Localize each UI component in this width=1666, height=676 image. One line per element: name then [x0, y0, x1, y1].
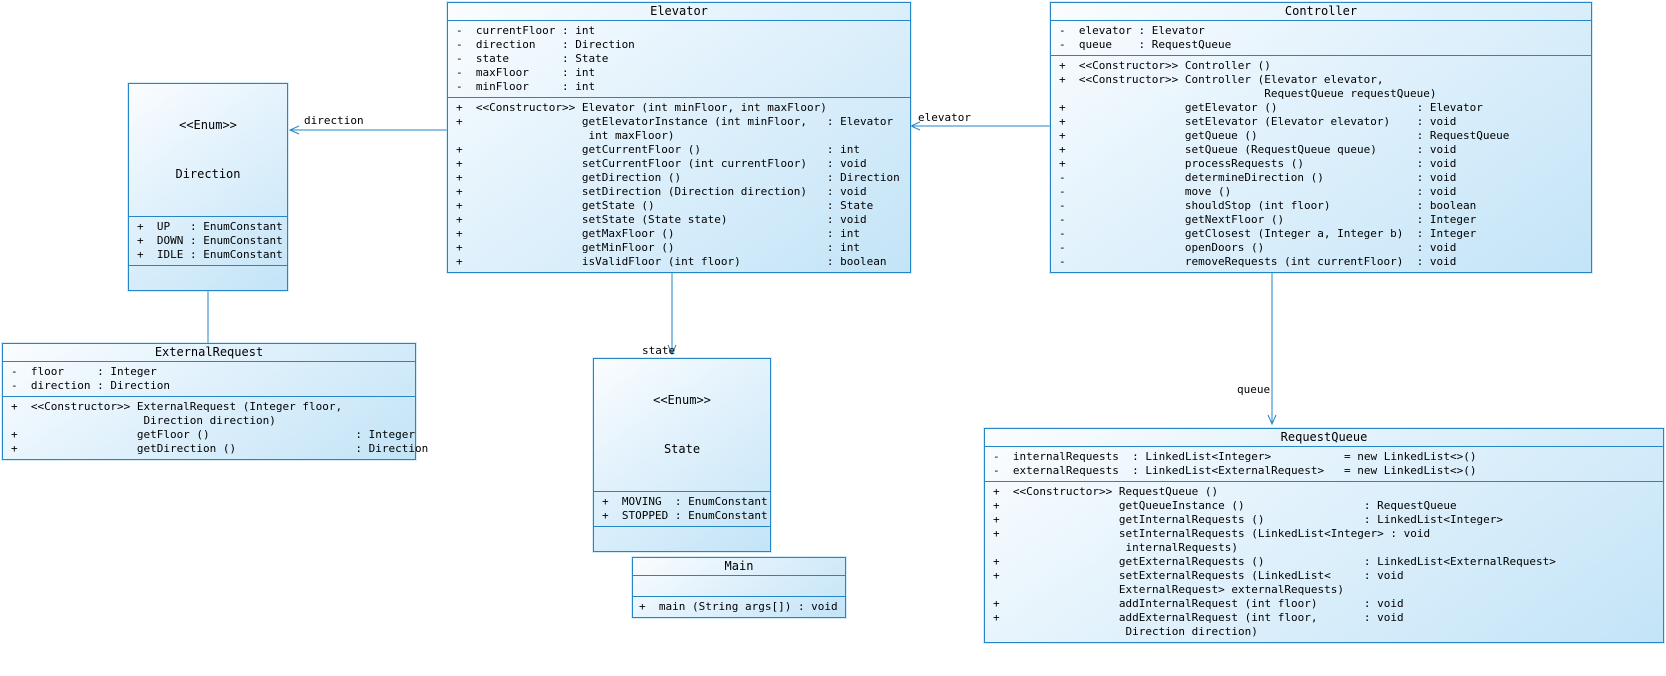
member-line: + getMinFloor () : int — [456, 241, 860, 254]
member-line: + setCurrentFloor (int currentFloor) : v… — [456, 157, 867, 170]
member-line: + UP : EnumConstant — [137, 220, 283, 233]
member-line: + STOPPED : EnumConstant — [602, 509, 768, 522]
attributes-compartment: - elevator : Elevator- queue : RequestQu… — [1051, 20, 1591, 55]
member-line: - externalRequests : LinkedList<External… — [993, 464, 1477, 477]
attributes-compartment — [633, 575, 845, 596]
member-line: + setElevator (Elevator elevator) : void — [1059, 115, 1457, 128]
member-line: - getClosest (Integer a, Integer b) : In… — [1059, 227, 1477, 240]
member-line: + getQueue () : RequestQueue — [1059, 129, 1510, 142]
class-box-elevator[interactable]: Elevator - currentFloor : int- direction… — [447, 2, 911, 273]
member-line: - direction : Direction — [11, 379, 170, 392]
attributes-compartment: + MOVING : EnumConstant+ STOPPED : EnumC… — [594, 491, 770, 526]
class-title: <<Enum>> Direction — [129, 84, 287, 216]
member-line: + DOWN : EnumConstant — [137, 234, 283, 247]
edge-label-direction: direction — [304, 114, 364, 127]
member-line: Direction direction) — [11, 414, 276, 427]
member-line: + processRequests () : void — [1059, 157, 1457, 170]
class-name: Direction — [175, 167, 241, 181]
class-box-externalrequest[interactable]: ExternalRequest - floor : Integer- direc… — [2, 343, 429, 460]
member-line: + <<Constructor>> RequestQueue () — [993, 485, 1219, 498]
class-title: ExternalRequest — [154, 345, 264, 359]
member-line: - removeRequests (int currentFloor) : vo… — [1059, 255, 1457, 268]
class-title: Main — [724, 559, 754, 573]
class-box-main[interactable]: Main + main (String args[]) : void — [632, 557, 846, 618]
methods-compartment: + <<Constructor>> Controller ()+ <<Const… — [1051, 55, 1591, 272]
member-line: + isValidFloor (int floor) : boolean — [456, 255, 887, 268]
member-line: + IDLE : EnumConstant — [137, 248, 283, 261]
member-line: - currentFloor : int — [456, 24, 596, 37]
edge-label-queue: queue — [1237, 383, 1271, 396]
methods-compartment: + main (String args[]) : void — [633, 596, 845, 617]
attributes-compartment: - currentFloor : int- direction : Direct… — [448, 20, 910, 97]
class-title: Elevator — [650, 4, 708, 18]
class-name: State — [663, 442, 701, 456]
member-line: + getCurrentFloor () : int — [456, 143, 860, 156]
member-line: internalRequests) — [993, 541, 1239, 554]
methods-compartment: + <<Constructor>> Elevator (int minFloor… — [448, 97, 910, 272]
member-line: + setQueue (RequestQueue queue) : void — [1059, 143, 1457, 156]
class-box-controller[interactable]: Controller - elevator : Elevator- queue … — [1050, 2, 1592, 273]
member-line: - internalRequests : LinkedList<Integer>… — [993, 450, 1477, 463]
attributes-compartment: + UP : EnumConstant+ DOWN : EnumConstant… — [129, 216, 287, 265]
stereotype-label: <<Enum>> — [653, 393, 711, 407]
member-line: + main (String args[]) : void — [639, 600, 838, 613]
class-title: RequestQueue — [1280, 430, 1368, 444]
member-line: + setExternalRequests (LinkedList< : voi… — [993, 569, 1404, 582]
class-title: <<Enum>> State — [594, 359, 770, 491]
member-line: + <<Constructor>> Controller () — [1059, 59, 1271, 72]
member-line: + <<Constructor>> Elevator (int minFloor… — [456, 101, 827, 114]
attributes-compartment: - floor : Integer- direction : Direction — [3, 361, 415, 396]
member-line: - determineDirection () : void — [1059, 171, 1457, 184]
member-line: - shouldStop (int floor) : boolean — [1059, 199, 1477, 212]
member-line: - openDoors () : void — [1059, 241, 1457, 254]
member-line: + getElevatorInstance (int minFloor, : E… — [456, 115, 894, 128]
member-line: RequestQueue requestQueue) — [1059, 87, 1437, 100]
member-line: + getState () : State — [456, 199, 874, 212]
member-line: - move () : void — [1059, 185, 1457, 198]
member-line: + setInternalRequests (LinkedList<Intege… — [993, 527, 1431, 540]
member-line: - getNextFloor () : Integer — [1059, 213, 1477, 226]
member-line: + addInternalRequest (int floor) : void — [993, 597, 1404, 610]
member-line: - floor : Integer — [11, 365, 157, 378]
class-box-requestqueue[interactable]: RequestQueue - internalRequests : Linked… — [984, 428, 1664, 643]
member-line: - minFloor : int — [456, 80, 596, 93]
member-line: + getDirection () : Direction — [456, 171, 900, 184]
member-line: + setDirection (Direction direction) : v… — [456, 185, 867, 198]
member-line: + addExternalRequest (int floor, : void — [993, 611, 1404, 624]
member-line: + <<Constructor>> Controller (Elevator e… — [1059, 73, 1384, 86]
member-line: + <<Constructor>> ExternalRequest (Integ… — [11, 400, 343, 413]
member-line: - maxFloor : int — [456, 66, 596, 79]
member-line: + getElevator () : Elevator — [1059, 101, 1483, 114]
stereotype-label: <<Enum>> — [179, 118, 237, 132]
member-line: + getMaxFloor () : int — [456, 227, 860, 240]
member-line: - state : State — [456, 52, 609, 65]
edge-label-elevator: elevator — [918, 111, 971, 124]
methods-compartment: + <<Constructor>> ExternalRequest (Integ… — [3, 396, 429, 459]
attributes-compartment: - internalRequests : LinkedList<Integer>… — [985, 446, 1663, 481]
member-line: ExternalRequest> externalRequests) — [993, 583, 1344, 596]
member-line: + getExternalRequests () : LinkedList<Ex… — [993, 555, 1556, 568]
member-line: + getQueueInstance () : RequestQueue — [993, 499, 1457, 512]
member-line: Direction direction) — [993, 625, 1258, 638]
class-title: Controller — [1284, 4, 1358, 18]
member-line: + getDirection () : Direction — [11, 442, 429, 455]
member-line: + MOVING : EnumConstant — [602, 495, 768, 508]
edge-label-state: state — [642, 344, 676, 357]
member-line: int maxFloor) — [456, 129, 675, 142]
methods-compartment — [594, 526, 770, 551]
member-line: + getInternalRequests () : LinkedList<In… — [993, 513, 1503, 526]
class-box-direction[interactable]: <<Enum>> Direction + UP : EnumConstant+ … — [128, 83, 288, 291]
member-line: + getFloor () : Integer — [11, 428, 415, 441]
member-line: + setState (State state) : void — [456, 213, 867, 226]
methods-compartment — [129, 265, 287, 290]
class-box-state[interactable]: <<Enum>> State + MOVING : EnumConstant+ … — [593, 358, 771, 552]
member-line: - direction : Direction — [456, 38, 635, 51]
methods-compartment: + <<Constructor>> RequestQueue ()+ getQu… — [985, 481, 1663, 642]
member-line: - queue : RequestQueue — [1059, 38, 1232, 51]
member-line: - elevator : Elevator — [1059, 24, 1205, 37]
